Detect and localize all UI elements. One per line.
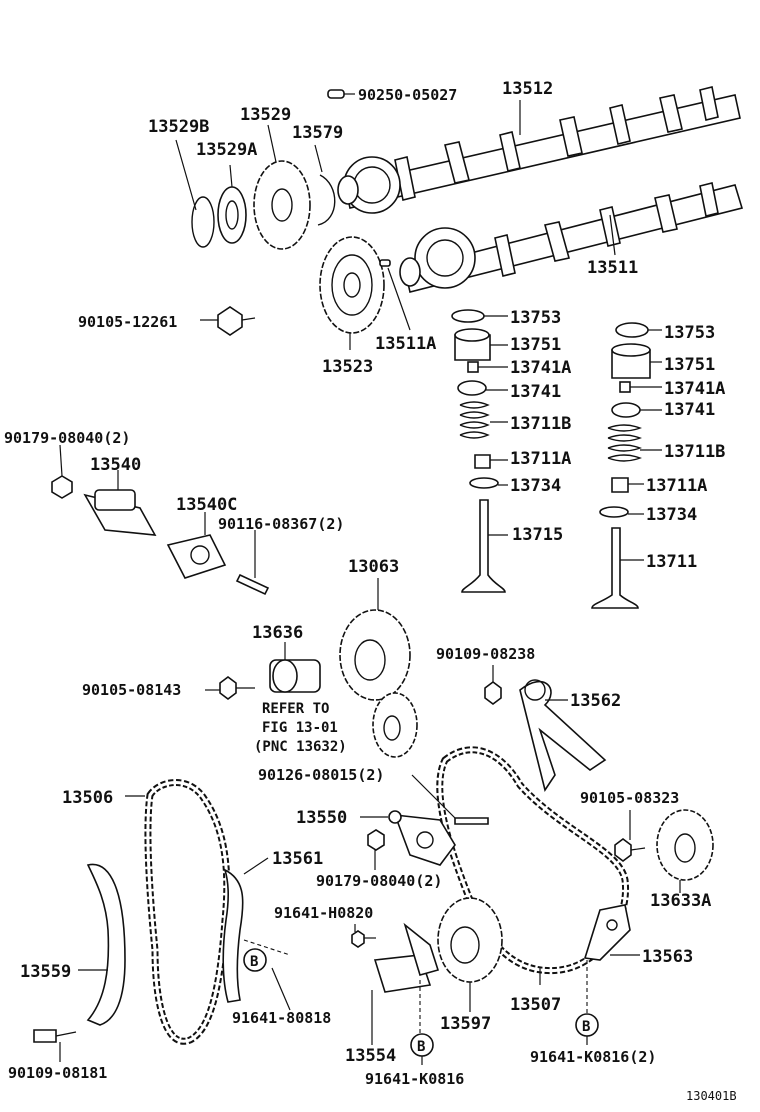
figure-code: 130401B bbox=[686, 1089, 737, 1103]
label-13529B: 13529B bbox=[148, 117, 209, 137]
label-90109-08238: 90109-08238 bbox=[436, 645, 535, 663]
label-13559: 13559 bbox=[20, 962, 71, 982]
marker-b1-letter: B bbox=[250, 954, 258, 970]
label-90109-08181: 90109-08181 bbox=[8, 1064, 107, 1082]
valve-stack-right bbox=[591, 322, 662, 609]
bolt-90105-08323 bbox=[614, 810, 646, 862]
guide-13561 bbox=[222, 857, 269, 1003]
marker-b3 bbox=[575, 960, 599, 1045]
label-13540C: 13540C bbox=[176, 495, 237, 515]
label-13523: 13523 bbox=[322, 357, 373, 377]
gear-13633A bbox=[656, 809, 714, 893]
label-13753-right: 13753 bbox=[664, 323, 715, 343]
label-13734-left: 13734 bbox=[510, 476, 561, 496]
label-91641-K0816: 91641-K0816 bbox=[365, 1070, 464, 1088]
plate-13529A bbox=[217, 164, 247, 244]
label-13563: 13563 bbox=[642, 947, 693, 967]
label-13711B-left: 13711B bbox=[510, 414, 571, 434]
label-13711B-right: 13711B bbox=[664, 442, 725, 462]
chain-13506 bbox=[125, 779, 231, 1045]
label-13529A: 13529A bbox=[196, 140, 257, 160]
label-13561: 13561 bbox=[272, 849, 323, 869]
label-13741-right: 13741 bbox=[664, 400, 715, 420]
label-13741A-left: 13741A bbox=[510, 358, 571, 378]
sprocket-13597 bbox=[437, 897, 503, 1012]
label-13597: 13597 bbox=[440, 1014, 491, 1034]
tensioner-13554 bbox=[371, 922, 440, 1045]
label-13554: 13554 bbox=[345, 1046, 396, 1066]
bolt-90105-08143 bbox=[205, 676, 255, 700]
gear-13632-ref bbox=[372, 692, 418, 758]
label-90105-08143: 90105-08143 bbox=[82, 681, 181, 699]
label-13507: 13507 bbox=[510, 995, 561, 1015]
label-90179-08040-b: 90179-08040(2) bbox=[316, 872, 442, 890]
label-13751-left: 13751 bbox=[510, 335, 561, 355]
label-91641-K0816-2: 91641-K0816(2) bbox=[530, 1048, 656, 1066]
label-13715: 13715 bbox=[512, 525, 563, 545]
stud-90126 bbox=[411, 774, 489, 825]
guide-13559 bbox=[78, 863, 126, 1026]
gear-13529 bbox=[253, 124, 311, 250]
label-13512: 13512 bbox=[502, 79, 553, 99]
snap-ring-13579 bbox=[314, 144, 336, 226]
stud-90116 bbox=[235, 530, 270, 596]
marker-b2 bbox=[410, 980, 434, 1065]
label-13562: 13562 bbox=[570, 691, 621, 711]
label-90126-08015: 90126-08015(2) bbox=[258, 766, 384, 784]
label-13540: 13540 bbox=[90, 455, 141, 475]
marker-b1 bbox=[243, 939, 291, 1011]
bolt-90109-08238 bbox=[484, 665, 502, 705]
label-13753-left: 13753 bbox=[510, 308, 561, 328]
marker-b3-letter: B bbox=[582, 1019, 590, 1035]
label-90116-08367: 90116-08367(2) bbox=[218, 515, 344, 533]
snap-ring-13529B bbox=[175, 139, 215, 248]
camshaft-13511 bbox=[399, 182, 744, 293]
nut-90179-b bbox=[367, 829, 385, 870]
label-13741-left: 13741 bbox=[510, 382, 561, 402]
label-13511: 13511 bbox=[587, 258, 638, 278]
marker-b2-letter: B bbox=[417, 1039, 425, 1055]
guide-13562 bbox=[519, 679, 607, 792]
label-90105-12261: 90105-12261 bbox=[78, 313, 177, 331]
ref-line-1: REFER TO bbox=[262, 701, 329, 717]
tensioner-13550 bbox=[360, 810, 456, 866]
label-13511A: 13511A bbox=[375, 334, 436, 354]
sleeve-13636 bbox=[269, 642, 321, 693]
nut-90179 bbox=[51, 444, 73, 499]
label-13550: 13550 bbox=[296, 808, 347, 828]
sprocket-13523 bbox=[319, 236, 385, 350]
label-13636: 13636 bbox=[252, 623, 303, 643]
label-13529: 13529 bbox=[240, 105, 291, 125]
ref-line-2: FIG 13-01 bbox=[262, 720, 338, 736]
pin-90250 bbox=[327, 89, 355, 99]
camshaft-13512 bbox=[337, 86, 741, 214]
label-13711A-left: 13711A bbox=[510, 449, 571, 469]
label-90179-08040-a: 90179-08040(2) bbox=[4, 429, 130, 447]
label-91641-80818: 91641-80818 bbox=[232, 1009, 331, 1027]
gasket-13540C bbox=[166, 512, 227, 579]
part-labels: 90250-05027 13512 13529B 13529 13579 135… bbox=[4, 79, 737, 1103]
valve-stack-left bbox=[451, 309, 508, 593]
label-13711: 13711 bbox=[646, 552, 697, 572]
label-13506: 13506 bbox=[62, 788, 113, 808]
label-90250-05027: 90250-05027 bbox=[358, 86, 457, 104]
gear-13063 bbox=[339, 578, 411, 701]
label-13734-right: 13734 bbox=[646, 505, 697, 525]
ocv-13540 bbox=[83, 470, 157, 536]
label-13633A: 13633A bbox=[650, 891, 711, 911]
label-13711A-right: 13711A bbox=[646, 476, 707, 496]
label-13741A-right: 13741A bbox=[664, 379, 725, 399]
ref-line-3: (PNC 13632) bbox=[254, 739, 347, 755]
pin-13511A bbox=[379, 259, 411, 331]
guide-13563 bbox=[583, 904, 640, 961]
bolt-90109-08181 bbox=[33, 1029, 77, 1062]
label-13751-right: 13751 bbox=[664, 355, 715, 375]
label-13063: 13063 bbox=[348, 557, 399, 577]
bolt-91641-H0820 bbox=[351, 924, 376, 948]
bolt-90105-12261 bbox=[200, 306, 256, 336]
label-91641-H0820: 91641-H0820 bbox=[274, 904, 373, 922]
label-13579: 13579 bbox=[292, 123, 343, 143]
label-90105-08323: 90105-08323 bbox=[580, 789, 679, 807]
